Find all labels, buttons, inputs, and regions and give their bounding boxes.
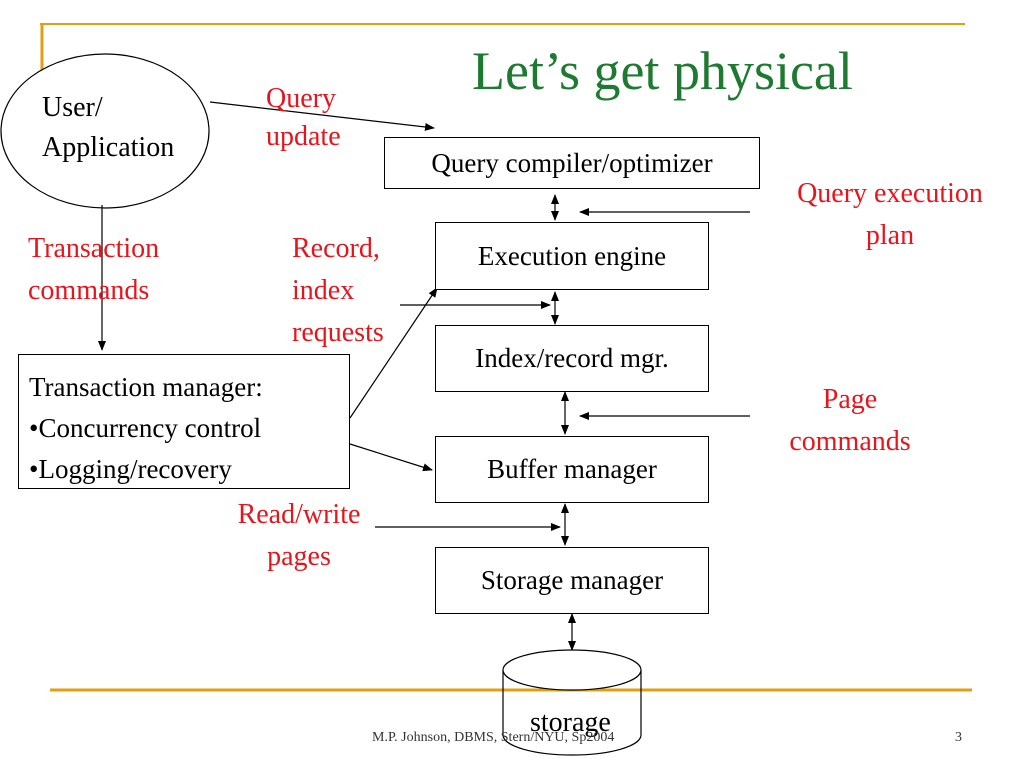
execution-engine-box: Execution engine	[435, 222, 709, 290]
storage-label: storage	[530, 707, 611, 738]
read-write-pages-label: Read/write pages	[237, 499, 361, 572]
footer-text: M.P. Johnson, DBMS, Stern/NYU, Sp2004	[372, 730, 615, 745]
storage-manager-box: Storage manager	[435, 547, 709, 614]
query-compiler-box: Query compiler/optimizer	[384, 137, 760, 189]
page-commands-label: Page commands	[789, 384, 911, 457]
transaction-commands-label: Transaction commands	[28, 233, 160, 306]
transaction-manager-box: Transaction manager: •Concurrency contro…	[18, 354, 350, 489]
transaction-manager-heading: Transaction manager:	[29, 372, 263, 402]
page-number: 3	[955, 730, 962, 745]
user-application-label: User/ Application	[42, 92, 175, 163]
concurrency-control-item: •Concurrency control	[29, 413, 262, 443]
buffer-manager-box: Buffer manager	[435, 436, 709, 503]
slide-title: Let’s get physical	[472, 41, 853, 101]
txn-to-buffer-arrow	[349, 443, 433, 472]
index-record-mgr-box: Index/record mgr.	[435, 325, 709, 392]
record-index-requests-label: Record, index requests	[292, 233, 384, 348]
query-execution-plan-label: Query execution plan	[797, 178, 983, 251]
logging-recovery-item: •Logging/recovery	[29, 454, 232, 484]
txn-to-engine-arrow	[349, 287, 438, 419]
query-update-label: Query update	[266, 83, 341, 152]
user-application-ellipse	[0, 53, 210, 209]
query-update-arrow	[209, 101, 435, 131]
